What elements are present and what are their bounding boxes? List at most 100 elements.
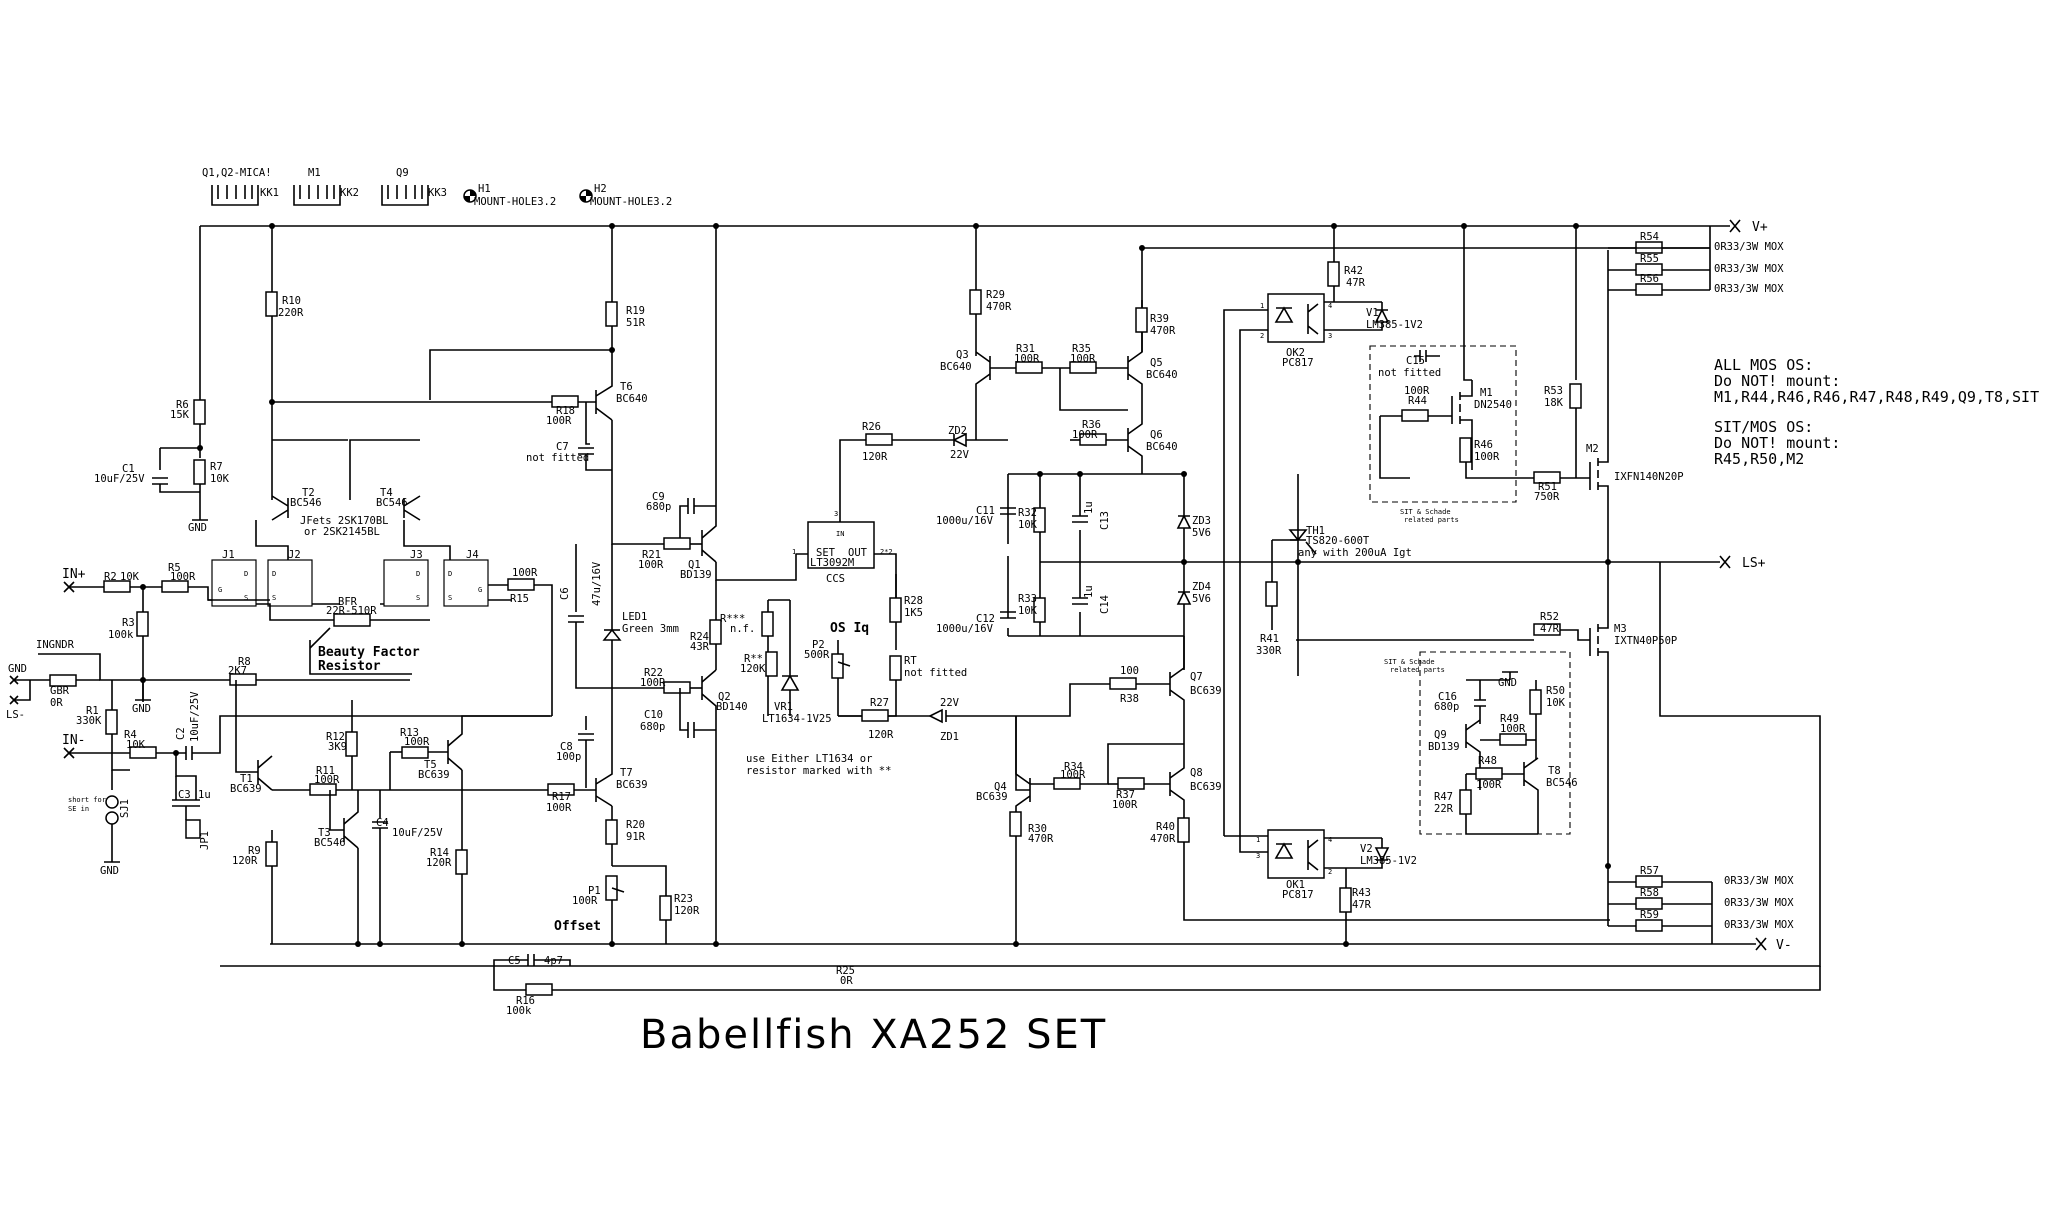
svg-text:100R: 100R	[640, 677, 666, 689]
svg-text:R42: R42	[1344, 265, 1363, 277]
svg-text:R17: R17	[552, 791, 571, 803]
svg-text:100R: 100R	[546, 802, 572, 814]
mount-hole-h1: H1 MOUNT-HOLE3.2	[463, 183, 556, 208]
resistor-r6: R6 15K	[170, 226, 206, 458]
svg-text:SIT/MOS OS:: SIT/MOS OS:	[1714, 418, 1813, 436]
svg-text:R1: R1	[86, 705, 99, 717]
svg-text:100R: 100R	[1072, 429, 1098, 441]
svg-text:LED1: LED1	[622, 611, 647, 623]
svg-text:PC817: PC817	[1282, 357, 1314, 369]
resistor-r35: R35 100R	[1059, 343, 1128, 411]
transistor-q8: Q8 BC639	[1169, 764, 1222, 818]
svg-text:Q7: Q7	[1190, 671, 1203, 683]
svg-text:BC640: BC640	[1146, 441, 1178, 453]
resistor-r50: R50 10K	[1529, 680, 1566, 760]
svg-text:680p: 680p	[1434, 701, 1459, 713]
sit-box-upper: SIT & Schade related parts	[1369, 345, 1517, 524]
svg-text:10K: 10K	[1018, 519, 1038, 531]
svg-text:18K: 18K	[1544, 397, 1564, 409]
svg-text:100R: 100R	[1014, 353, 1040, 365]
jfet-j1: J1 DSG	[211, 549, 257, 607]
svg-text:500R: 500R	[804, 649, 830, 661]
svg-text:100R: 100R	[1404, 385, 1430, 397]
schematic-title: Babellfish XA252 SET	[640, 1012, 1107, 1058]
svg-text:H1: H1	[478, 183, 491, 195]
svg-text:R11: R11	[316, 765, 335, 777]
svg-text:T4: T4	[380, 487, 393, 499]
svg-text:R58: R58	[1640, 887, 1659, 899]
svg-text:C12: C12	[976, 613, 995, 625]
svg-text:C11: C11	[976, 505, 995, 517]
svg-text:R37: R37	[1116, 789, 1135, 801]
svg-text:resistor marked with **: resistor marked with **	[746, 765, 891, 777]
sit-box-lower: SIT & Schade related parts	[1384, 651, 1571, 835]
capacitor-c3: C3 1u	[172, 753, 211, 820]
svg-text:T8: T8	[1548, 765, 1561, 777]
resistor-r31: R31 100R	[1014, 343, 1070, 374]
svg-text:R15: R15	[510, 593, 529, 605]
led-led1: LED1 Green 3mm	[602, 544, 679, 716]
resistor-r46: R46 100R	[1459, 226, 1534, 479]
resistor-bank-upper: R54 R55 R56 0R33/3W MOX 0R33/3W MOX 0R33…	[1607, 226, 1784, 360]
svg-text:R28: R28	[904, 595, 923, 607]
svg-text:T6: T6	[620, 381, 633, 393]
svg-text:120R: 120R	[862, 451, 888, 463]
svg-text:2: 2	[1328, 868, 1332, 876]
thyristor-th1: TH1 TS820-600T any with 200uA Igt	[1272, 474, 1412, 676]
svg-text:V1: V1	[1366, 307, 1379, 319]
svg-text:OK2: OK2	[1286, 347, 1305, 359]
svg-text:R30: R30	[1028, 823, 1047, 835]
svg-text:R35: R35	[1072, 343, 1091, 355]
rail-vminus: V-	[270, 937, 1792, 953]
svg-text:GND: GND	[1498, 677, 1517, 689]
svg-text:470R: 470R	[1150, 833, 1176, 845]
svg-text:470R: 470R	[1150, 325, 1176, 337]
svg-text:Q9: Q9	[1434, 729, 1447, 741]
svg-text:R4: R4	[124, 729, 137, 741]
resistor-r47: R47 22R	[1434, 774, 1538, 835]
svg-text:IXTN40P50P: IXTN40P50P	[1614, 635, 1677, 647]
svg-text:1: 1	[1256, 836, 1260, 844]
svg-text:G: G	[478, 586, 482, 594]
svg-text:R23: R23	[674, 893, 693, 905]
svg-text:Do NOT! mount:: Do NOT! mount:	[1714, 372, 1840, 390]
svg-text:43R: 43R	[690, 641, 710, 653]
svg-text:3: 3	[1328, 332, 1332, 340]
svg-text:3: 3	[834, 510, 838, 518]
svg-text:SIT & Schade: SIT & Schade	[1400, 508, 1451, 516]
jfet-j3: J3 DS	[383, 549, 429, 607]
svg-text:15K: 15K	[170, 409, 190, 421]
svg-text:LS-: LS-	[6, 709, 25, 721]
svg-text:BC640: BC640	[1146, 369, 1178, 381]
svg-text:BC639: BC639	[230, 783, 262, 795]
svg-text:1: 1	[1260, 302, 1264, 310]
svg-text:120R: 120R	[232, 855, 258, 867]
resistor-bank-lower: R57 R58 R59 0R33/3W MOX 0R33/3W MOX 0R33…	[1607, 865, 1794, 944]
svg-text:C7: C7	[556, 441, 569, 453]
capacitor-c13: 1u C13	[1072, 501, 1111, 530]
svg-text:GND: GND	[8, 663, 27, 675]
resistor-r34: R34 100R	[1053, 743, 1184, 790]
svg-text:Q3: Q3	[956, 349, 969, 361]
resistor-r26: R26 120R	[862, 421, 893, 463]
svg-text:RT: RT	[904, 655, 917, 667]
svg-text:5V6: 5V6	[1192, 527, 1211, 539]
svg-text:10uF/25V: 10uF/25V	[189, 691, 201, 742]
resistor-r32: R32 10K	[1018, 507, 1046, 533]
svg-text:Offset: Offset	[554, 919, 601, 934]
svg-text:47R: 47R	[1352, 899, 1372, 911]
svg-text:LM385-1V2: LM385-1V2	[1366, 319, 1423, 331]
svg-text:M1: M1	[308, 167, 321, 179]
svg-text:1: 1	[792, 548, 796, 556]
svg-text:0R33/3W MOX: 0R33/3W MOX	[1714, 263, 1784, 275]
svg-text:10uF/25V: 10uF/25V	[392, 827, 443, 839]
resistor-r29: R29 470R	[969, 226, 1012, 356]
svg-text:750R: 750R	[1534, 491, 1560, 503]
jfet-j2: J2 DS	[267, 549, 313, 607]
svg-text:R53: R53	[1544, 385, 1563, 397]
mount-hole-h2: H2 MOUNT-HOLE3.2	[579, 183, 672, 208]
svg-text:R59: R59	[1640, 909, 1659, 921]
svg-text:4p7: 4p7	[544, 955, 563, 967]
gnd-symbol-input: GND	[132, 680, 151, 715]
svg-text:680p: 680p	[646, 501, 671, 513]
